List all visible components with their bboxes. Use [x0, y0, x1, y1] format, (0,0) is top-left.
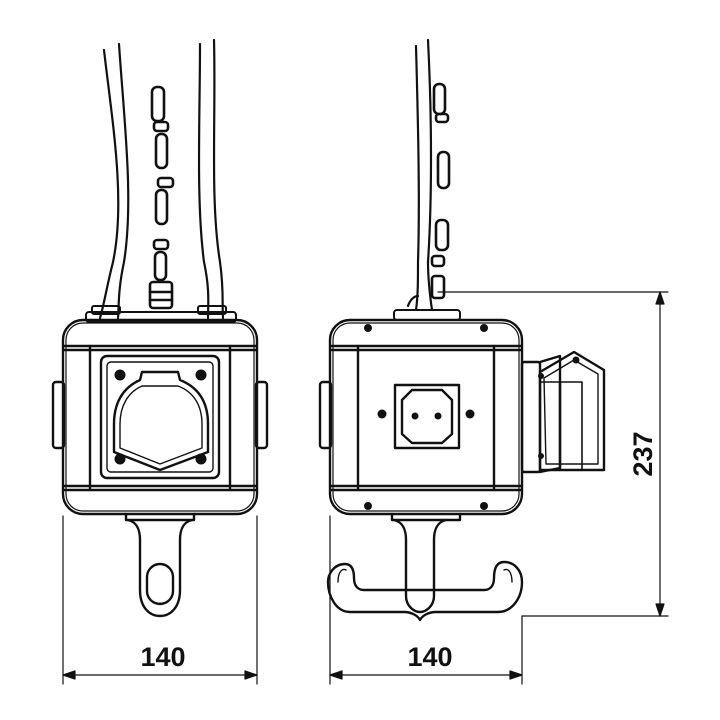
height-label: 237 [628, 431, 658, 476]
front-cable-right [197, 38, 225, 320]
height-dimension [437, 291, 669, 617]
front-cable-left [98, 42, 130, 320]
side-width-dimension [329, 515, 523, 685]
side-hook [326, 512, 524, 622]
front-chain [148, 85, 175, 310]
front-top-clamp [85, 305, 237, 323]
side-housing [318, 318, 524, 516]
side-schuko-socket [377, 383, 475, 450]
front-hook [124, 512, 196, 618]
side-top-clamp [393, 309, 461, 321]
side-chain [430, 82, 451, 300]
front-width-label: 140 [140, 642, 185, 672]
front-cee-socket [99, 354, 221, 480]
front-view: 140 [51, 38, 269, 685]
front-housing [51, 318, 269, 516]
side-cable [406, 38, 434, 312]
side-view: 237 140 [318, 38, 669, 685]
front-width-dimension [62, 515, 258, 685]
side-width-label: 140 [407, 642, 452, 672]
side-cee-socket [520, 350, 606, 474]
